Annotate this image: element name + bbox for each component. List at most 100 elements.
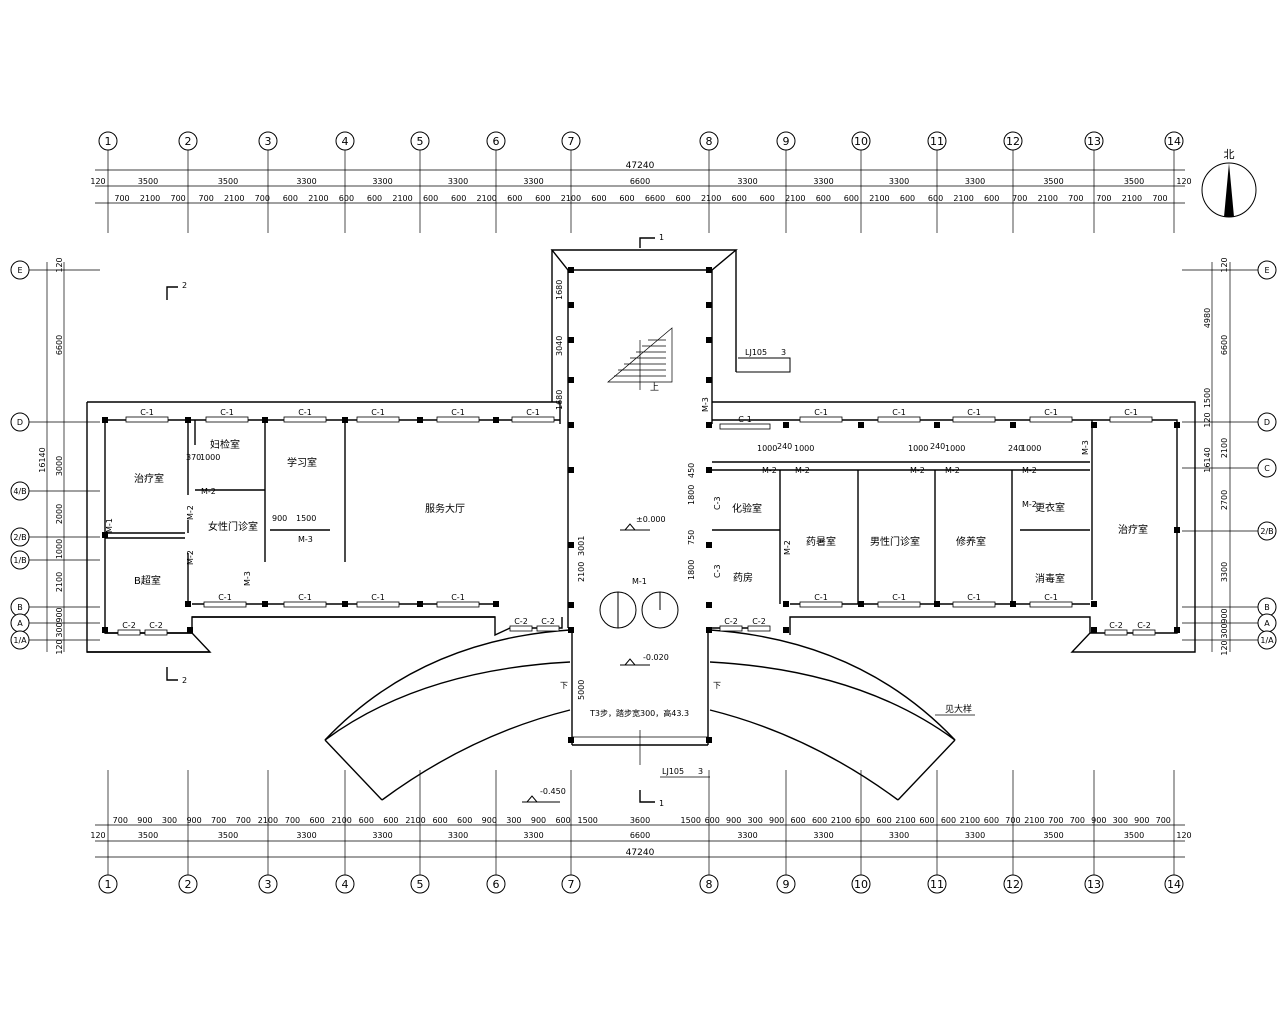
door-tag-m2i: M-2 [1022,500,1037,509]
opening-dimension: 2100 [405,816,425,825]
room-fuwu: 服务大厅 [425,502,465,515]
door-m1-label: M-1 [632,577,647,586]
window-tag: C-1 [371,408,385,417]
dim-1000c: 1000 [794,444,814,453]
curved-ramps: 下 下 [324,629,956,801]
column [102,532,108,538]
opening-dimension: 600 [339,194,354,203]
axis-label: 6 [493,135,500,148]
bay-dimension: 3300 [523,177,543,186]
bay-dimension: 6600 [630,177,650,186]
window: C-2 [719,617,743,632]
column [262,417,268,423]
window-tag: C-2 [1137,621,1151,630]
axis-bubble-right-2-B: 2/B [1182,521,1277,541]
opening-dimension: 600 [432,816,447,825]
window-tag: C-1 [814,408,828,417]
opening-dimension: 600 [555,816,570,825]
door-tag-m2h: M-2 [1022,466,1037,475]
column [706,377,712,383]
opening-dimension: 700 [114,194,129,203]
bay-dimension: 3300 [813,831,833,840]
bay-dimension: 3300 [889,177,909,186]
opening-dimension: 600 [876,816,891,825]
window-tag: C-1 [298,593,312,602]
door-tag-m2g: M-2 [945,466,960,475]
column [706,467,712,473]
dim-240a: 240 [777,442,792,451]
opening-dimension: 700 [1048,816,1063,825]
column [1010,601,1016,607]
column [493,417,499,423]
north-arrow: 北 [1201,148,1257,218]
dim-2100: 2100 [577,562,586,582]
column [706,627,712,633]
axis-bubble-top-13: 13 [1084,131,1104,151]
main-entrance-doors: M-1 [599,577,679,629]
column [783,601,789,607]
window: C-2 [1104,621,1128,636]
window: C-2 [117,621,141,636]
window-tag: C-1 [298,408,312,417]
opening-dimension: 600 [451,194,466,203]
window: C-1 [719,415,771,430]
top-end-dim-right: 120 [1176,177,1191,186]
axis-bubble-top-2: 2 [178,131,198,151]
opening-dimension: 1500 [681,816,701,825]
ramp-down-right: 下 [713,681,721,690]
top-total-dimension: 47240 [626,161,655,171]
dim-900: 900 [272,514,287,523]
axis-label: 3 [265,135,272,148]
opening-dimension: 900 [482,816,497,825]
axis-bubble-left-4-B: 4/B [10,481,100,501]
column [934,601,940,607]
axis-label: 1 [105,878,112,891]
window-tag: C-2 [541,617,555,626]
column [706,302,712,308]
left-dimension-lines [46,262,65,652]
opening-dimension: 600 [457,816,472,825]
north-label: 北 [1224,148,1235,161]
axis-bubble-left-D: D [10,412,100,432]
bottom-end-dim-left: 120 [90,831,105,840]
opening-dimension: 600 [383,816,398,825]
axis-bubble-bottom-9: 9 [776,874,796,894]
stair-up-label: 上 [650,382,659,393]
opening-dimension: 900 [137,816,152,825]
room-nvxing: 女性门诊室 [208,520,258,533]
axis-label: 4/B [13,487,26,496]
opening-dimension: 2100 [785,194,805,203]
column [1174,422,1180,428]
opening-dimension: 700 [113,816,128,825]
opening-dimension: 700 [255,194,270,203]
axis-label: 11 [930,135,944,148]
dim-750: 750 [687,530,696,545]
elevation-marks: ±0.000 -0.020 -0.450 T3步，踏步宽300，高43.3 见大… [522,515,975,803]
window-tag: C-1 [814,593,828,602]
dim-1500: 1500 [296,514,316,523]
column [493,601,499,607]
axis-bubble-top-5: 5 [410,131,430,151]
axis-bubble-bottom-6: 6 [486,874,506,894]
opening-dimension: 600 [760,194,775,203]
axis-label: 2/B [13,533,26,542]
column [1091,422,1097,428]
window: C-1 [799,593,843,608]
structural-columns [102,267,1180,743]
window: C-1 [356,593,400,608]
window: C-1 [203,593,247,608]
bay-dimension: 3500 [138,177,158,186]
axis-lines [107,150,1175,875]
window-tag: C-1 [1044,593,1058,602]
opening-dimension: 700 [1068,194,1083,203]
axis-label: E [1264,266,1269,275]
section-2-bottom: 2 [182,676,187,685]
column [706,337,712,343]
axis-label: 6 [493,878,500,891]
column [1010,422,1016,428]
opening-dimension: 2100 [561,194,581,203]
